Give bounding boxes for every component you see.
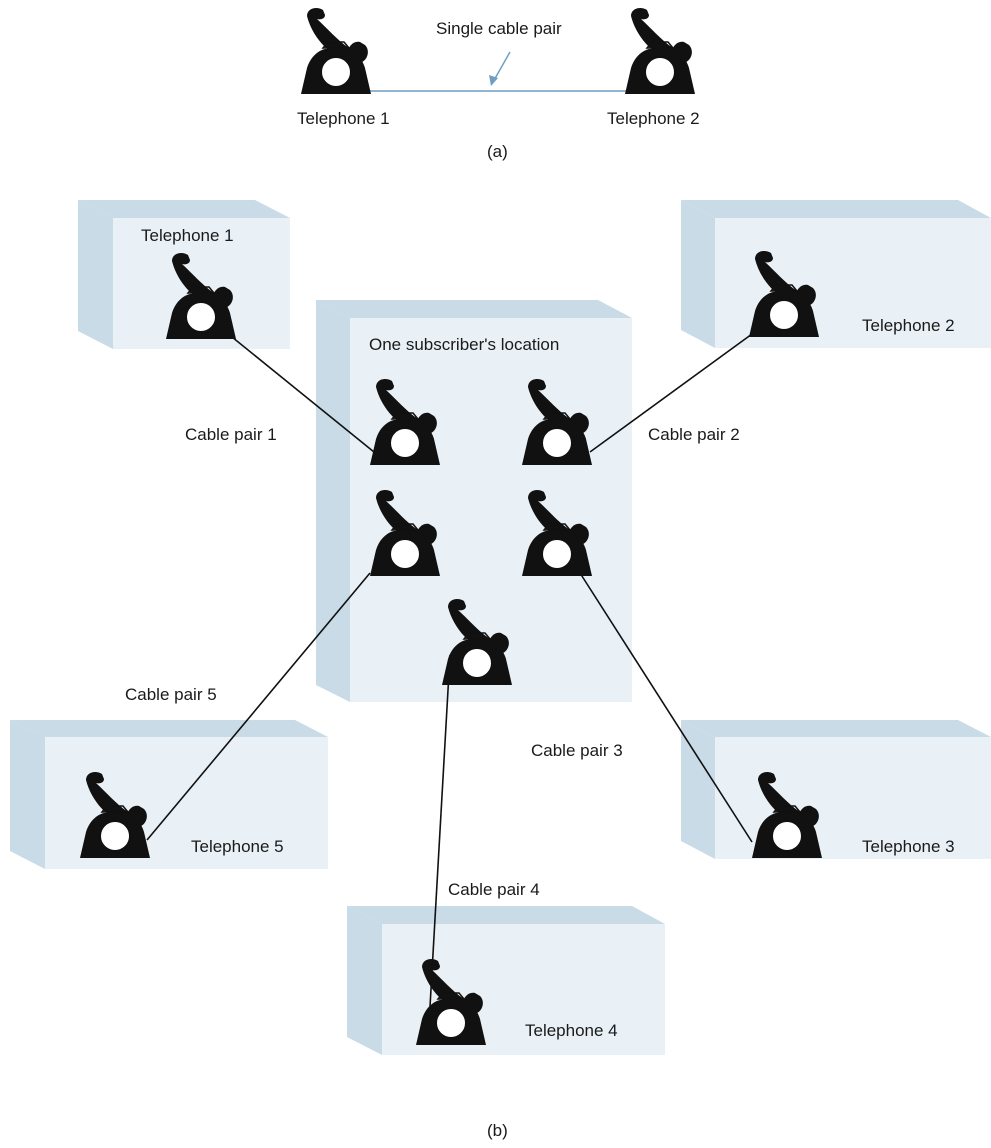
caption-a: (a) <box>487 142 508 161</box>
cable-pair-3-line <box>579 572 753 843</box>
telephone-1-icon <box>300 7 372 95</box>
telephone-3-box-label: Telephone 3 <box>862 837 955 856</box>
telephone-2-box-label: Telephone 2 <box>862 316 955 335</box>
telephone-2-icon <box>624 7 696 95</box>
caption-b: (b) <box>487 1121 508 1140</box>
cable-pair-5-line <box>146 572 371 841</box>
cable-pair-5-label: Cable pair 5 <box>125 685 217 704</box>
part-a: Single cable pair Telephone 1 Telephone … <box>297 7 700 161</box>
telephone-1-box-label: Telephone 1 <box>141 226 234 245</box>
cable-arrow <box>492 51 511 83</box>
cable-pair-2-line <box>589 333 753 453</box>
telephone-1-label: Telephone 1 <box>297 109 390 128</box>
cable-arrowhead <box>489 75 498 86</box>
cable-pair-3-label: Cable pair 3 <box>531 741 623 760</box>
cable-pair-1-line <box>231 336 375 453</box>
telephone-5-box-label: Telephone 5 <box>191 837 284 856</box>
single-cable-pair-label: Single cable pair <box>436 19 562 38</box>
cable-pair-2-label: Cable pair 2 <box>648 425 740 444</box>
subscriber-location-label: One subscriber's location <box>369 335 559 354</box>
telephone-4-box-label: Telephone 4 <box>525 1021 618 1040</box>
cable-pair-1-label: Cable pair 1 <box>185 425 277 444</box>
telephone-2-label: Telephone 2 <box>607 109 700 128</box>
cable-pair-4-label: Cable pair 4 <box>448 880 540 899</box>
part-b: One subscriber's location Telephone 1 Te… <box>10 200 991 1140</box>
